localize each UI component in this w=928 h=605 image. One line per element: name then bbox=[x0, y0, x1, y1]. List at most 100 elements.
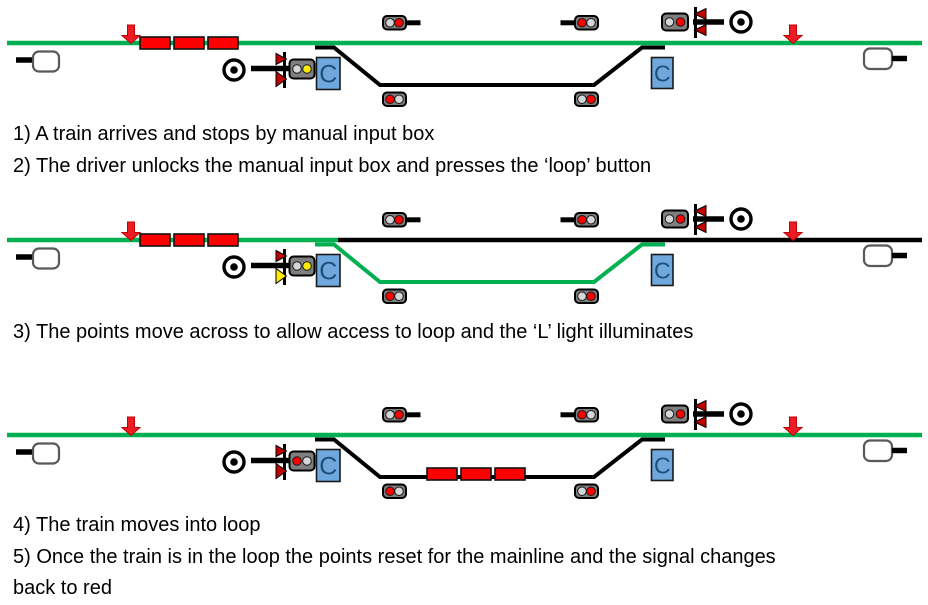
loop-route-light bbox=[275, 462, 288, 480]
c-box-left-label: C bbox=[319, 453, 337, 481]
loop-route-light bbox=[275, 267, 288, 285]
signal-top-left-left-light bbox=[385, 409, 395, 420]
train-car-2 bbox=[173, 36, 205, 50]
signal-top-left-right-light bbox=[394, 409, 404, 420]
red-down-arrow-right bbox=[782, 221, 804, 242]
junction-right-feather-bottom bbox=[693, 220, 707, 234]
signal-top-right-left-light bbox=[577, 409, 587, 420]
signal-top-right-left-light bbox=[577, 214, 587, 225]
step-text-1: 1) A train arrives and stops by manual i… bbox=[13, 123, 435, 145]
c-box-left bbox=[315, 56, 341, 91]
signal-top-right-left-light bbox=[577, 17, 587, 28]
signal-bottom-left-left-light bbox=[385, 486, 395, 497]
step-text-4: 4) The train moves into loop bbox=[13, 514, 261, 536]
signal-bottom-right-right-light bbox=[586, 291, 596, 302]
signal-bottom-left-right-light bbox=[394, 94, 404, 105]
junction-left-signal-left-light bbox=[292, 456, 302, 466]
circle-dot-icon-right-dot bbox=[737, 215, 745, 223]
junction-right-signal-right-light bbox=[675, 409, 686, 419]
signal-top-right-right-light bbox=[586, 409, 596, 420]
red-down-arrow-left bbox=[120, 416, 142, 437]
signal-bottom-right-left-light bbox=[577, 486, 587, 497]
junction-left-feather-top bbox=[275, 444, 288, 458]
train-car-2 bbox=[460, 467, 492, 481]
junction-right-signal-left-light bbox=[664, 214, 675, 224]
signal-bottom-right-right-light bbox=[586, 94, 596, 105]
c-box-left bbox=[315, 253, 341, 288]
signal-top-right-right-light bbox=[586, 17, 596, 28]
junction-left-signal bbox=[288, 255, 316, 277]
step-text-5-cont: back to red bbox=[13, 577, 112, 599]
signal-bottom-left-right-light bbox=[394, 291, 404, 302]
train-car-3 bbox=[207, 233, 239, 247]
signal-top-right-right-light bbox=[586, 214, 596, 225]
signal-top-left-left-light bbox=[385, 17, 395, 28]
junction-left-signal-right-light bbox=[302, 261, 312, 271]
track-end-box-left bbox=[31, 50, 61, 73]
junction-left-feather-top bbox=[275, 249, 288, 263]
signal-bottom-right-left-light bbox=[577, 94, 587, 105]
c-box-right-label: C bbox=[654, 257, 671, 283]
loop-track bbox=[315, 242, 665, 284]
loop-route-light bbox=[275, 70, 288, 88]
c-box-left-label: C bbox=[319, 61, 337, 89]
junction-left-feather-top bbox=[275, 52, 288, 66]
signal-bottom-left-right-light bbox=[394, 486, 404, 497]
circle-dot-icon-right-dot bbox=[737, 410, 745, 418]
steps-block-2: 3) The points move across to allow acces… bbox=[13, 317, 925, 349]
train-car-1 bbox=[139, 36, 171, 50]
c-box-left bbox=[315, 448, 341, 483]
loop-track bbox=[315, 45, 665, 87]
circle-dot-icon-right-dot bbox=[737, 18, 745, 26]
junction-right-feather-bottom bbox=[693, 415, 707, 429]
c-box-right bbox=[650, 56, 674, 90]
step-text-3: 3) The points move across to allow acces… bbox=[13, 321, 694, 343]
c-box-right-label: C bbox=[654, 60, 671, 86]
steps-block-1: 1) A train arrives and stops by manual i… bbox=[13, 119, 925, 182]
junction-right-signal-left-light bbox=[664, 409, 675, 419]
step-text-2: 2) The driver unlocks the manual input b… bbox=[13, 154, 652, 177]
red-down-arrow-right bbox=[782, 416, 804, 437]
train-car-1 bbox=[426, 467, 458, 481]
junction-left-signal bbox=[288, 450, 316, 472]
junction-left-signal bbox=[288, 58, 316, 80]
signal-bottom-right-left-light bbox=[577, 291, 587, 302]
train-car-2 bbox=[173, 233, 205, 247]
c-box-right bbox=[650, 448, 674, 482]
track-end-box-right bbox=[862, 47, 894, 71]
junction-right-signal-left-light bbox=[664, 17, 675, 27]
steps-block-3: 4) The train moves into loop 5) Once the… bbox=[13, 510, 925, 605]
signal-top-left-right-light bbox=[394, 17, 404, 28]
junction-left-signal-left-light bbox=[292, 261, 302, 271]
c-box-right-label: C bbox=[654, 452, 671, 478]
signal-top-left-left-light bbox=[385, 214, 395, 225]
junction-left-signal-left-light bbox=[292, 64, 302, 74]
junction-right-signal-right-light bbox=[675, 214, 686, 224]
track-end-box-left bbox=[31, 247, 61, 270]
junction-right-feather-top bbox=[693, 399, 707, 413]
signal-bottom-left-left-light bbox=[385, 291, 395, 302]
c-box-right bbox=[650, 253, 674, 287]
track-end-box-right bbox=[862, 439, 894, 463]
junction-right-feather-top bbox=[693, 7, 707, 21]
signal-top-left-right-light bbox=[394, 214, 404, 225]
red-down-arrow-right bbox=[782, 24, 804, 45]
junction-left-signal-right-light bbox=[302, 456, 312, 466]
junction-right-feather-top bbox=[693, 204, 707, 218]
train-car-1 bbox=[139, 233, 171, 247]
signal-bottom-left-left-light bbox=[385, 94, 395, 105]
step-text-5: 5) Once the train is in the loop the poi… bbox=[13, 545, 776, 568]
junction-left-signal-right-light bbox=[302, 64, 312, 74]
junction-right-feather-bottom bbox=[693, 23, 707, 37]
red-down-arrow-left bbox=[120, 24, 142, 45]
red-down-arrow-left bbox=[120, 221, 142, 242]
circle-dot-icon-left-dot bbox=[230, 458, 238, 466]
train-car-3 bbox=[494, 467, 526, 481]
circle-dot-icon-left-dot bbox=[230, 263, 238, 271]
junction-right-signal-right-light bbox=[675, 17, 686, 27]
track-end-box-right bbox=[862, 244, 894, 268]
